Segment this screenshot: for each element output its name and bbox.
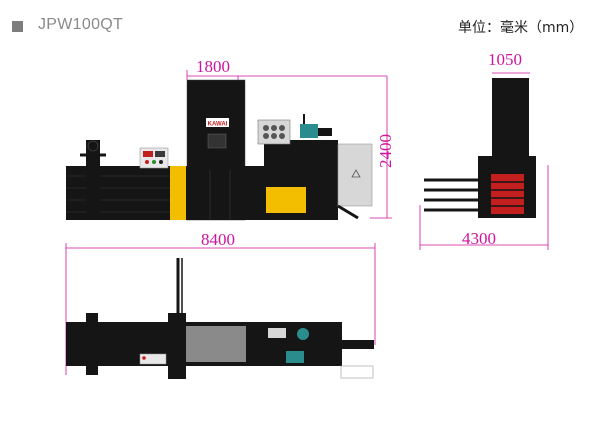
front-electric-cabinet: [337, 143, 373, 207]
front-yellow-door-left: [170, 166, 186, 220]
front-dimension-lines: [186, 70, 392, 219]
unit-label: 单位：毫米（mm）: [458, 20, 584, 36]
front-motor: [300, 124, 318, 138]
front-logo-text: KAWAI: [208, 122, 228, 128]
dim-front-width: 1800: [196, 57, 230, 76]
front-view: KAWAI: [66, 70, 392, 221]
side-dimension-lines: [419, 72, 549, 250]
top-hopper-window: [186, 326, 246, 362]
side-ram-plate: [491, 174, 524, 214]
title-marker: [12, 21, 23, 32]
top-view: [65, 243, 376, 379]
dim-side-width: 1050: [488, 50, 522, 69]
dim-front-height: 2400: [376, 134, 395, 168]
side-view: [419, 72, 549, 250]
model-name: JPW100QT: [38, 16, 124, 33]
side-hopper: [492, 78, 529, 158]
top-motor: [286, 351, 304, 363]
front-yellow-door-right: [266, 187, 306, 213]
dim-top-length: 8400: [201, 230, 235, 249]
front-logo-plate: [206, 118, 229, 127]
dim-side-depth: 4300: [462, 229, 496, 248]
